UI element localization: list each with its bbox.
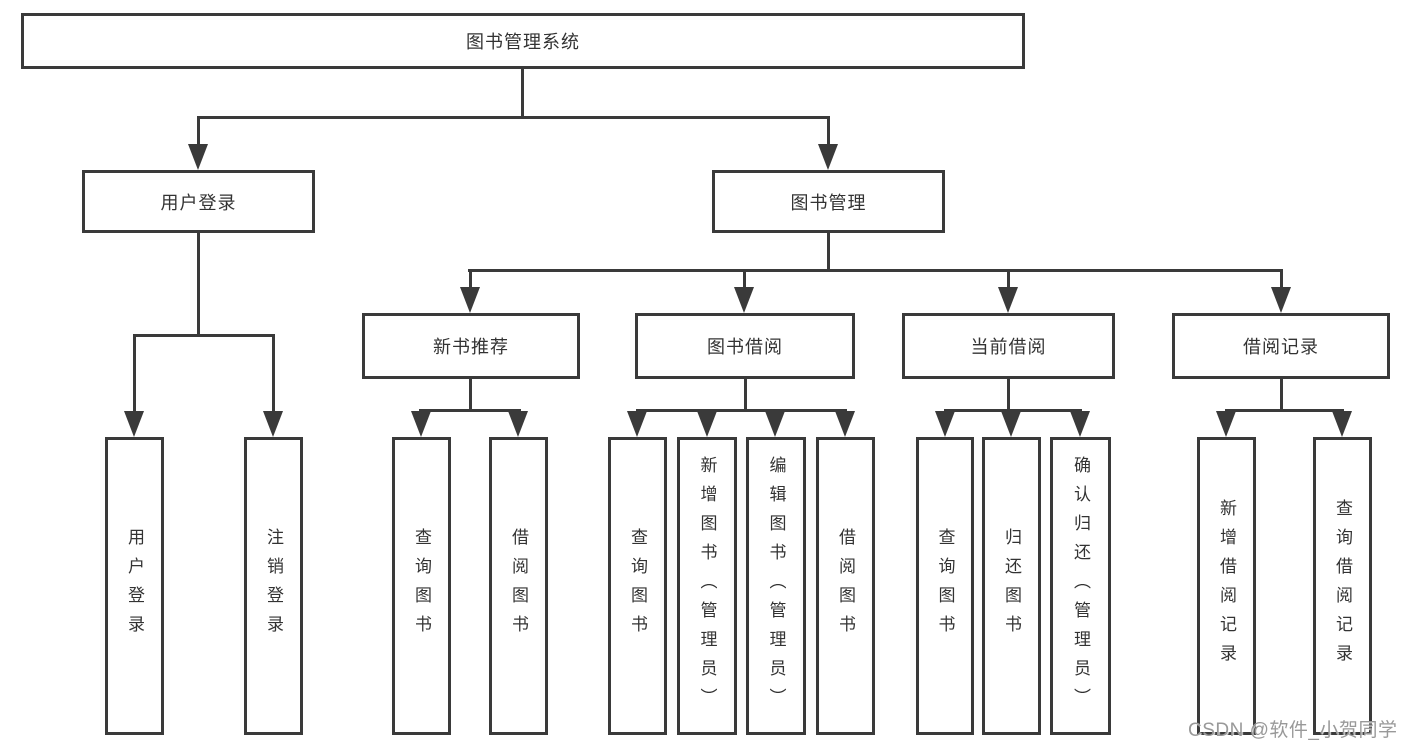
arrowhead-newbook: [460, 287, 480, 313]
arrowhead-cb-query: [935, 411, 955, 437]
connector-borrow-down: [744, 379, 747, 411]
leaf-rec-query-record: 查询借阅记录: [1313, 437, 1372, 735]
node-current-borrow: 当前借阅: [902, 313, 1115, 379]
connector-bookmgmt-down: [827, 233, 830, 272]
connector-current-down: [1007, 379, 1010, 411]
arrowhead-nb-borrow: [508, 411, 528, 437]
arrowhead-leaf-logout: [263, 411, 283, 437]
node-new-book-recommend-label: 新书推荐: [433, 337, 509, 357]
connector-branch-user-login: [197, 117, 200, 146]
arrowhead-bb-query: [627, 411, 647, 437]
connector-root-down: [521, 69, 524, 117]
leaf-cb-return-book: 归还图书: [982, 437, 1041, 735]
leaf-cb-confirm-return-admin-label: 确认归还（管理员）: [1071, 455, 1090, 717]
leaf-nb-borrow-book: 借阅图书: [489, 437, 548, 735]
arrowhead-bb-add: [697, 411, 717, 437]
leaf-bb-query-book: 查询图书: [608, 437, 667, 735]
arrowhead-cb-return: [1001, 411, 1021, 437]
leaf-rec-add-record: 新增借阅记录: [1197, 437, 1256, 735]
csdn-watermark: CSDN @软件_小贺同学: [1188, 720, 1398, 741]
arrowhead-borrow: [734, 287, 754, 313]
node-user-login: 用户登录: [82, 170, 315, 233]
leaf-bb-borrow-book-label: 借阅图书: [836, 528, 855, 644]
leaf-cb-return-book-label: 归还图书: [1002, 528, 1021, 644]
leaf-cb-confirm-return-admin: 确认归还（管理员）: [1050, 437, 1111, 735]
leaf-bb-query-book-label: 查询图书: [628, 528, 647, 644]
arrowhead-bb-edit: [765, 411, 785, 437]
connector-newbook-down: [469, 379, 472, 411]
connector-borrow-split: [636, 409, 847, 412]
node-current-borrow-label: 当前借阅: [970, 337, 1047, 357]
leaf-cb-query-book: 查询图书: [916, 437, 974, 735]
node-root-label: 图书管理系统: [466, 32, 580, 52]
connector-bookmgmt-split: [468, 269, 1283, 272]
arrowhead-rec-query: [1332, 411, 1352, 437]
leaf-bb-borrow-book: 借阅图书: [816, 437, 875, 735]
arrowhead-nb-query: [411, 411, 431, 437]
connector-userlogin-split: [133, 334, 275, 337]
arrowhead-records: [1271, 287, 1291, 313]
connector-branch-leaf-login: [133, 335, 136, 413]
node-book-borrow-label: 图书借阅: [707, 337, 783, 357]
leaf-logout-label: 注销登录: [264, 528, 283, 644]
connector-records-down: [1280, 379, 1283, 411]
leaf-bb-add-book-admin-label: 新增图书（管理员）: [697, 455, 717, 717]
connector-newbook-split: [419, 409, 521, 412]
arrowhead-bb-borrow: [835, 411, 855, 437]
leaf-bb-add-book-admin: 新增图书（管理员）: [677, 437, 737, 735]
leaf-cb-query-book-label: 查询图书: [935, 528, 955, 644]
connector-branch-newbook: [469, 271, 472, 289]
arrowhead-leaf-login: [124, 411, 144, 437]
connector-branch-borrow: [743, 271, 746, 289]
leaf-user-login: 用户登录: [105, 437, 164, 735]
leaf-logout: 注销登录: [244, 437, 303, 735]
leaf-bb-edit-book-admin: 编辑图书（管理员）: [746, 437, 806, 735]
node-root: 图书管理系统: [21, 13, 1025, 69]
leaf-nb-borrow-book-label: 借阅图书: [509, 528, 528, 644]
node-new-book-recommend: 新书推荐: [362, 313, 580, 379]
leaf-nb-query-book: 查询图书: [392, 437, 451, 735]
connector-records-split: [1225, 409, 1344, 412]
node-user-login-label: 用户登录: [160, 192, 237, 213]
arrowhead-rec-add: [1216, 411, 1236, 437]
leaf-user-login-label: 用户登录: [125, 528, 144, 644]
node-book-mgmt: 图书管理: [712, 170, 945, 233]
arrowhead-book-mgmt: [818, 144, 838, 170]
node-book-borrow: 图书借阅: [635, 313, 855, 379]
connector-root-split: [197, 116, 830, 119]
leaf-bb-edit-book-admin-label: 编辑图书（管理员）: [766, 455, 786, 717]
arrowhead-user-login: [188, 144, 208, 170]
leaf-rec-query-record-label: 查询借阅记录: [1333, 499, 1352, 673]
connector-branch-leaf-logout: [272, 335, 275, 413]
connector-branch-current: [1007, 271, 1010, 289]
connector-branch-book-mgmt: [827, 117, 830, 146]
leaf-nb-query-book-label: 查询图书: [412, 528, 431, 644]
connector-current-split: [944, 409, 1082, 412]
leaf-rec-add-record-label: 新增借阅记录: [1217, 499, 1236, 673]
arrowhead-current: [998, 287, 1018, 313]
connector-branch-records: [1280, 271, 1283, 289]
node-book-mgmt-label: 图书管理: [790, 192, 867, 213]
node-borrow-records: 借阅记录: [1172, 313, 1390, 379]
node-borrow-records-label: 借阅记录: [1243, 337, 1319, 357]
connector-userlogin-down: [197, 233, 200, 336]
arrowhead-cb-confirm: [1070, 411, 1090, 437]
